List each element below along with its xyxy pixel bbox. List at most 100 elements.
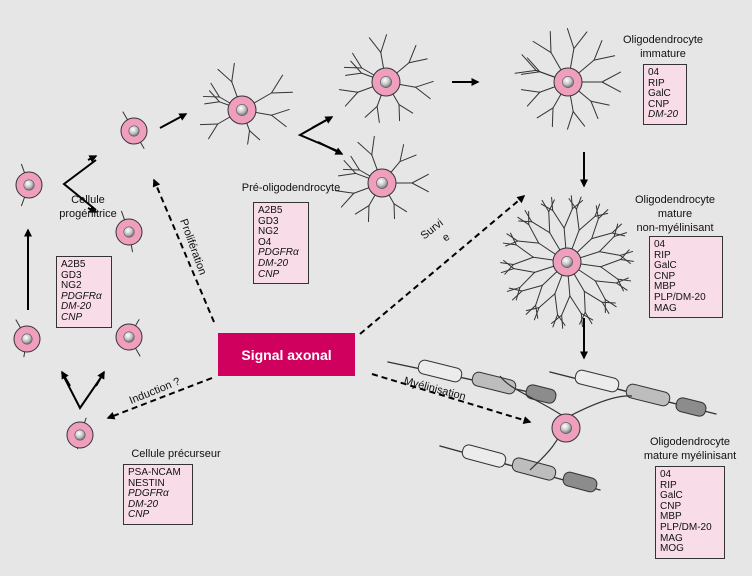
cell-process xyxy=(415,86,431,100)
cell-process xyxy=(548,211,551,234)
cell-process xyxy=(595,205,599,220)
cell-process xyxy=(591,232,613,240)
immature-title-line1: Oligodendrocyte xyxy=(623,34,703,46)
cell-process xyxy=(367,205,370,223)
cell-process xyxy=(408,44,417,64)
cell-process xyxy=(513,256,534,265)
cell-process xyxy=(601,71,622,83)
cell-process xyxy=(526,57,541,73)
marker-item: A2B5 xyxy=(61,259,86,270)
cell-process xyxy=(526,91,541,107)
cell-process xyxy=(575,208,580,231)
cell-process xyxy=(520,71,541,75)
cell-process xyxy=(338,89,359,93)
marker-item: CNP xyxy=(648,98,670,110)
marker-item: GD3 xyxy=(258,215,279,227)
marker-item: NG2 xyxy=(61,280,82,292)
cell-process xyxy=(393,203,408,213)
cell-process xyxy=(554,293,559,316)
cell-process xyxy=(500,262,515,265)
cell-process xyxy=(593,40,603,61)
arrow-to-pre-oligo xyxy=(159,113,188,129)
marker-item: RIP xyxy=(648,77,665,89)
myelin-segment xyxy=(511,457,557,481)
marker-item: DM-20 xyxy=(61,301,92,313)
cell-process xyxy=(271,108,290,116)
myelin-segment xyxy=(562,471,598,493)
cell-process xyxy=(594,280,606,300)
marker-item: 04 xyxy=(654,239,666,250)
cell-nucleus xyxy=(562,76,574,88)
cell-process xyxy=(580,313,583,328)
cell-process xyxy=(528,224,540,244)
cell-process xyxy=(340,192,355,208)
cell-process xyxy=(615,282,628,291)
mature-non-title-line1: Oligodendrocyte xyxy=(635,194,715,206)
cell-process xyxy=(601,81,622,93)
marker-item: PLP/DM-20 xyxy=(660,521,712,533)
cell-process xyxy=(531,221,551,234)
arrow-up-left xyxy=(61,370,71,387)
marker-item: 04 xyxy=(660,469,672,480)
marker-item: PDGFRα xyxy=(258,247,299,259)
marker-item: PDGFRα xyxy=(61,290,102,302)
cell-process xyxy=(208,123,219,140)
cell-process xyxy=(343,160,357,174)
cell-process xyxy=(506,286,521,292)
cell-process xyxy=(535,284,543,306)
cell-process xyxy=(208,90,220,103)
cell-process xyxy=(601,301,616,304)
proliferation-arrow xyxy=(152,178,215,323)
cell-process xyxy=(343,66,363,69)
cell-nucleus xyxy=(123,331,135,343)
cell-process xyxy=(515,244,534,258)
cell-process xyxy=(571,200,584,210)
cell-process xyxy=(334,190,355,194)
cell-nucleus xyxy=(128,125,140,137)
cell-process xyxy=(590,100,599,120)
cell-process xyxy=(536,107,554,119)
marker-item: NESTIN xyxy=(128,477,165,489)
cell-process xyxy=(573,31,588,50)
cell-process xyxy=(575,196,582,210)
marker-item: MAG xyxy=(660,532,683,544)
marker-item: MAG xyxy=(654,302,677,314)
cell-process xyxy=(524,209,533,223)
cell-process xyxy=(594,212,609,217)
cell-process xyxy=(600,266,619,280)
marker-item: CNP xyxy=(654,270,676,282)
cell-process xyxy=(204,101,220,105)
cell-process xyxy=(408,58,428,64)
cell-process xyxy=(411,182,429,193)
cell-nucleus xyxy=(380,76,392,88)
cell-process xyxy=(549,30,552,54)
cell-process xyxy=(557,314,566,326)
cell-process xyxy=(350,60,363,74)
cell-process xyxy=(352,52,363,69)
cell-process xyxy=(619,254,631,265)
cell-process xyxy=(517,240,540,244)
mature-non-title-line2: mature xyxy=(658,208,692,220)
cell-process xyxy=(393,203,396,220)
cell-process xyxy=(202,95,220,98)
cell-process xyxy=(601,301,610,315)
progenitor-title-line1: Cellule xyxy=(71,194,105,206)
axon xyxy=(387,361,549,397)
mature-non-title-line3: non-myélinisant xyxy=(636,222,713,234)
precursor-title: Cellule précurseur xyxy=(131,448,221,460)
cell-process xyxy=(499,375,567,419)
cell-process xyxy=(515,286,521,301)
cell-process xyxy=(380,34,388,53)
myelin-segment xyxy=(675,397,707,417)
cell-process xyxy=(514,69,537,74)
cell-process xyxy=(210,82,220,98)
cell-process xyxy=(231,62,235,83)
cell-process xyxy=(551,196,554,211)
marker-item: PDGFRα xyxy=(128,488,169,500)
